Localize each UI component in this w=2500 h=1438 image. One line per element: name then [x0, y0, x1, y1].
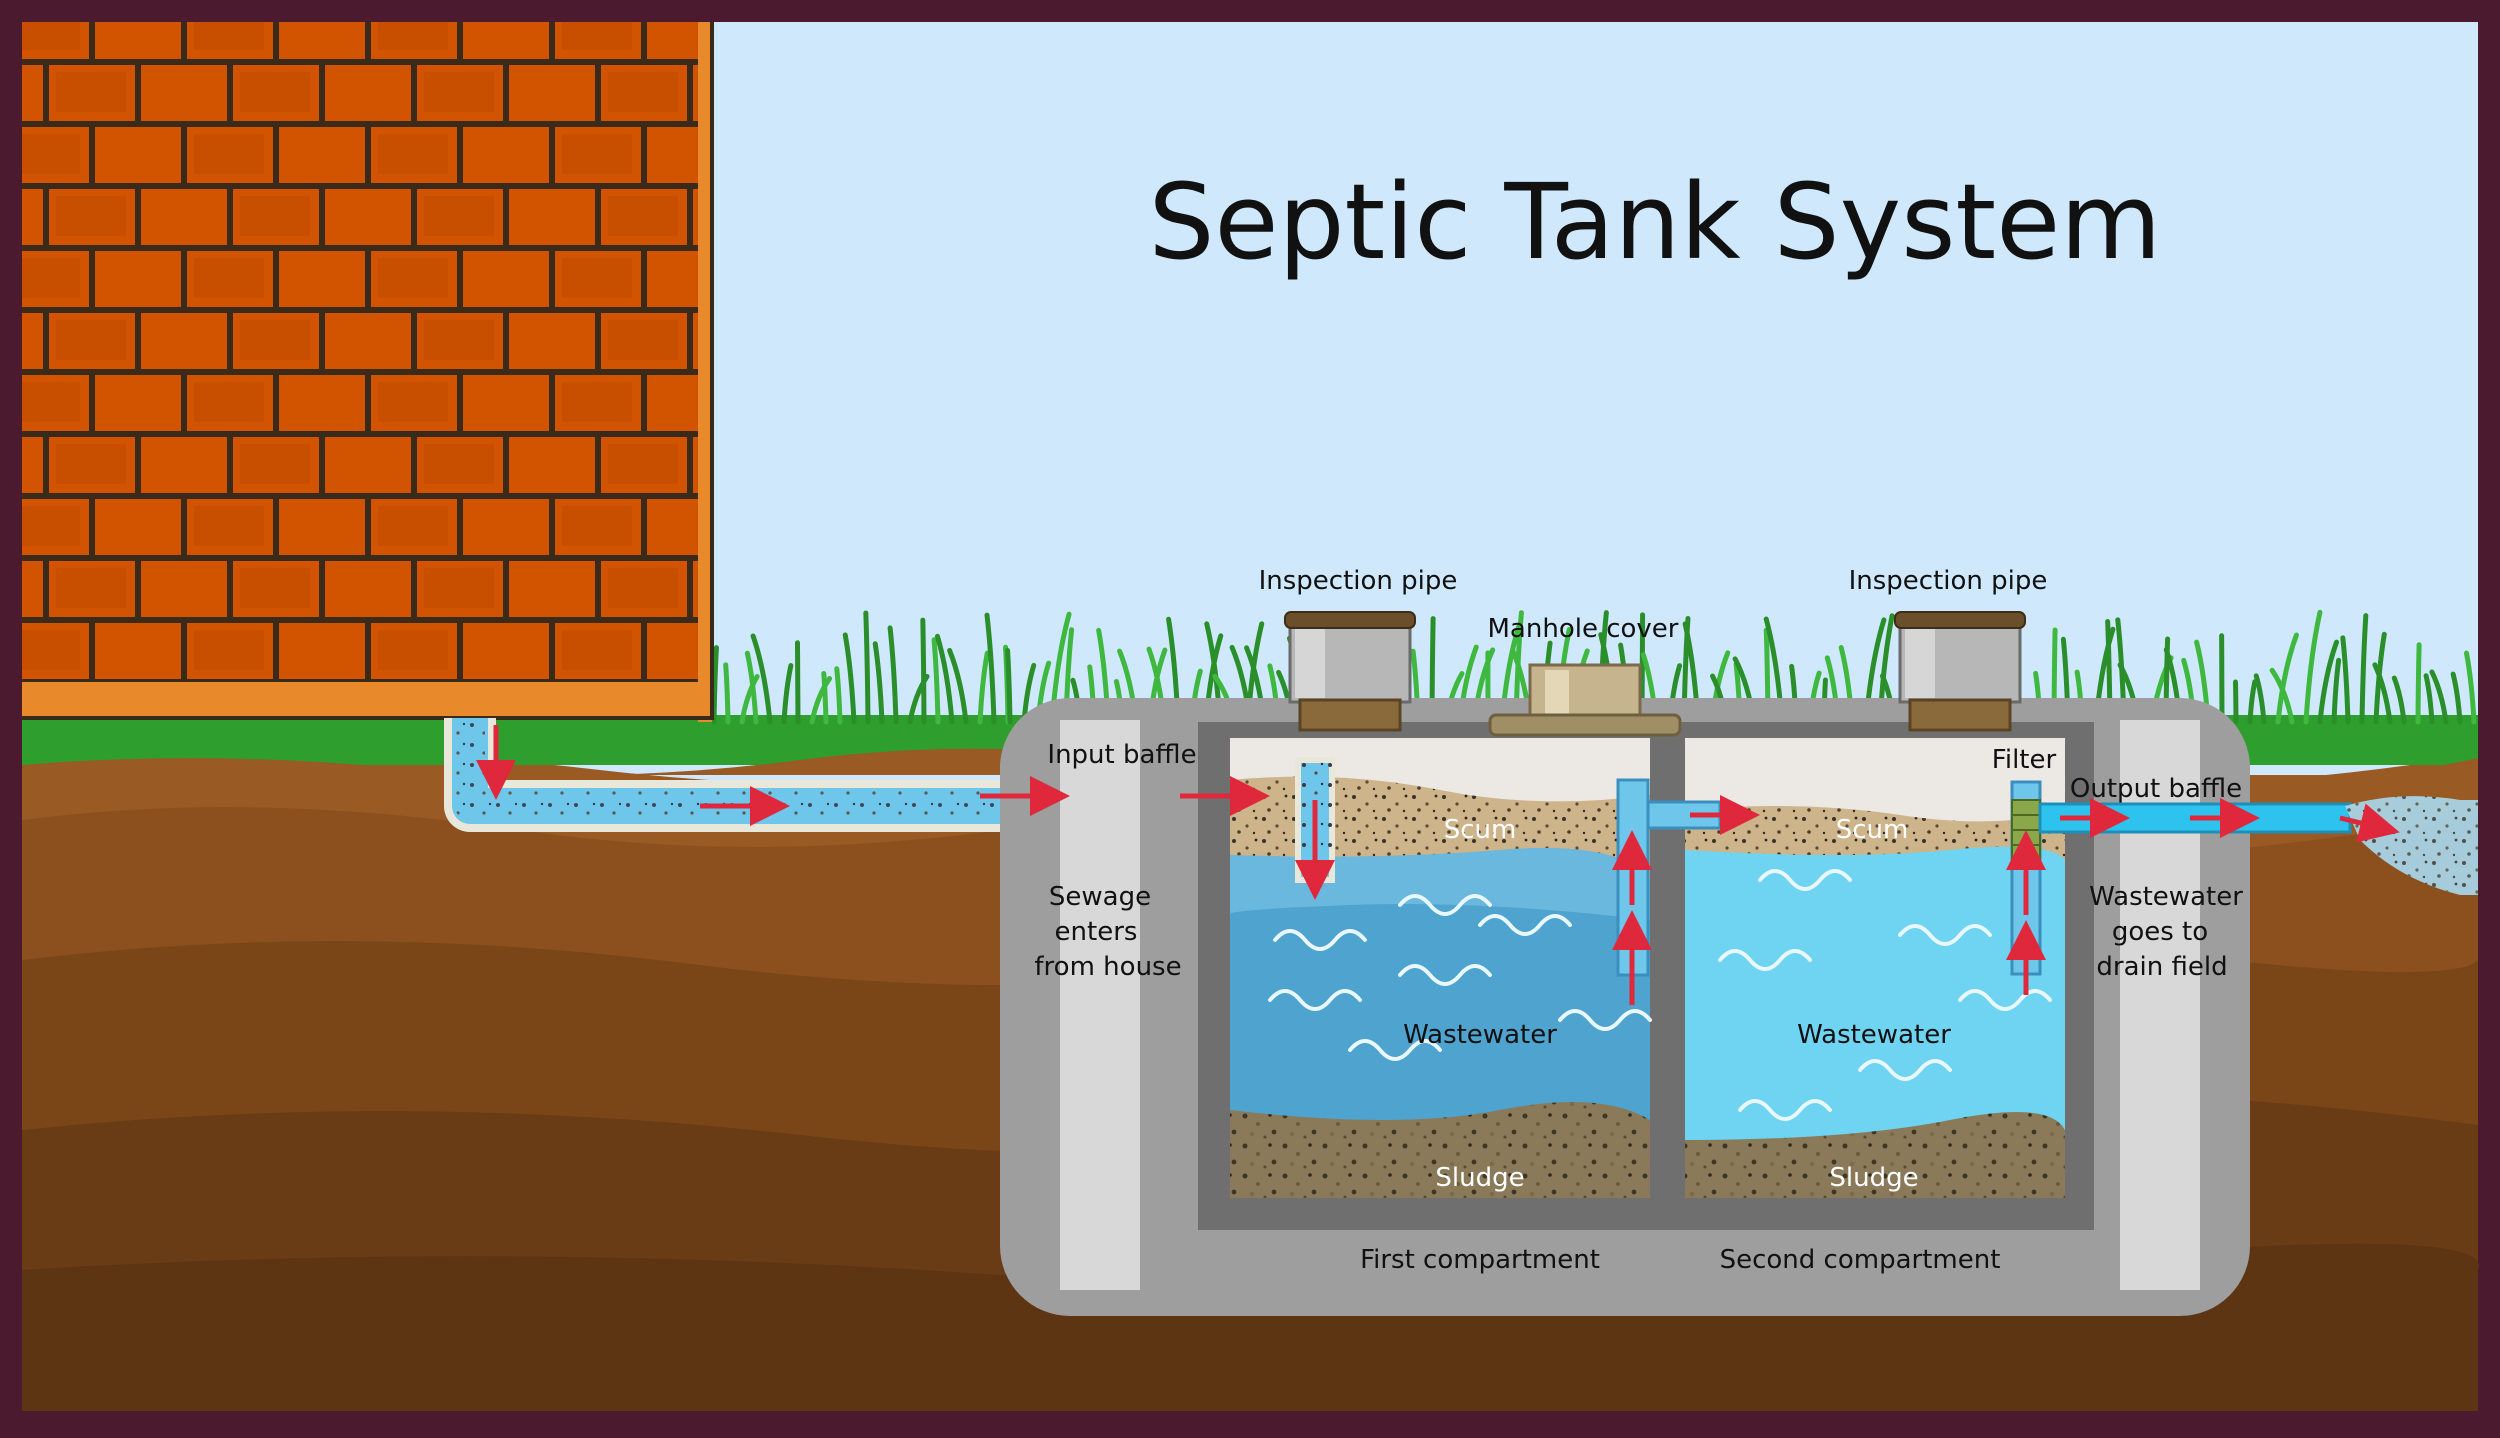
label-sewage-line3: from house	[1034, 952, 1181, 982]
label-wastewater-out-line2: goes to	[2112, 917, 2208, 947]
grass-blade	[837, 669, 840, 722]
inspection-pipe-left	[1285, 612, 1415, 730]
label-sludge-second: Sludge	[1829, 1163, 1918, 1193]
wastewater-second	[1685, 847, 2065, 1150]
label-inspection-pipe-left: Inspection pipe	[1259, 566, 1458, 596]
grass-blade	[824, 674, 826, 722]
label-output-baffle: Output baffle	[2070, 774, 2242, 804]
label-filter: Filter	[1992, 745, 2057, 775]
house-wall	[22, 22, 714, 722]
inspection-pipe-right	[1895, 612, 2025, 730]
label-sewage-line2: enters	[1055, 917, 1138, 947]
grass-blade	[923, 620, 924, 722]
label-wastewater-out-line3: drain field	[2096, 952, 2227, 982]
grass-blade	[726, 665, 728, 722]
first-compartment-layers	[1229, 777, 1650, 1198]
second-compartment-layers	[1685, 806, 2065, 1198]
label-input-baffle: Input baffle	[1047, 740, 1196, 770]
page-title: Septic Tank System	[1149, 161, 2162, 283]
label-wastewater-first: Wastewater	[1403, 1020, 1557, 1050]
grass-blade	[797, 643, 798, 722]
grass-blade	[2418, 645, 2419, 722]
grass-blade	[1008, 650, 1010, 722]
label-sludge-first: Sludge	[1435, 1163, 1524, 1193]
label-manhole-cover: Manhole cover	[1488, 614, 1679, 644]
label-wastewater-out-line1: Wastewater	[2089, 882, 2243, 912]
label-sewage-line1: Sewage	[1049, 882, 1151, 912]
grass-blade	[714, 648, 716, 722]
label-inspection-pipe-right: Inspection pipe	[1849, 566, 2048, 596]
label-second-compartment: Second compartment	[1720, 1245, 2001, 1275]
label-scum-first: Scum	[1444, 815, 1517, 845]
label-first-compartment: First compartment	[1360, 1245, 1600, 1275]
label-wastewater-second: Wastewater	[1797, 1020, 1951, 1050]
grass-blade	[2235, 682, 2236, 722]
grass-blade	[866, 613, 868, 722]
label-scum-second: Scum	[1836, 815, 1909, 845]
